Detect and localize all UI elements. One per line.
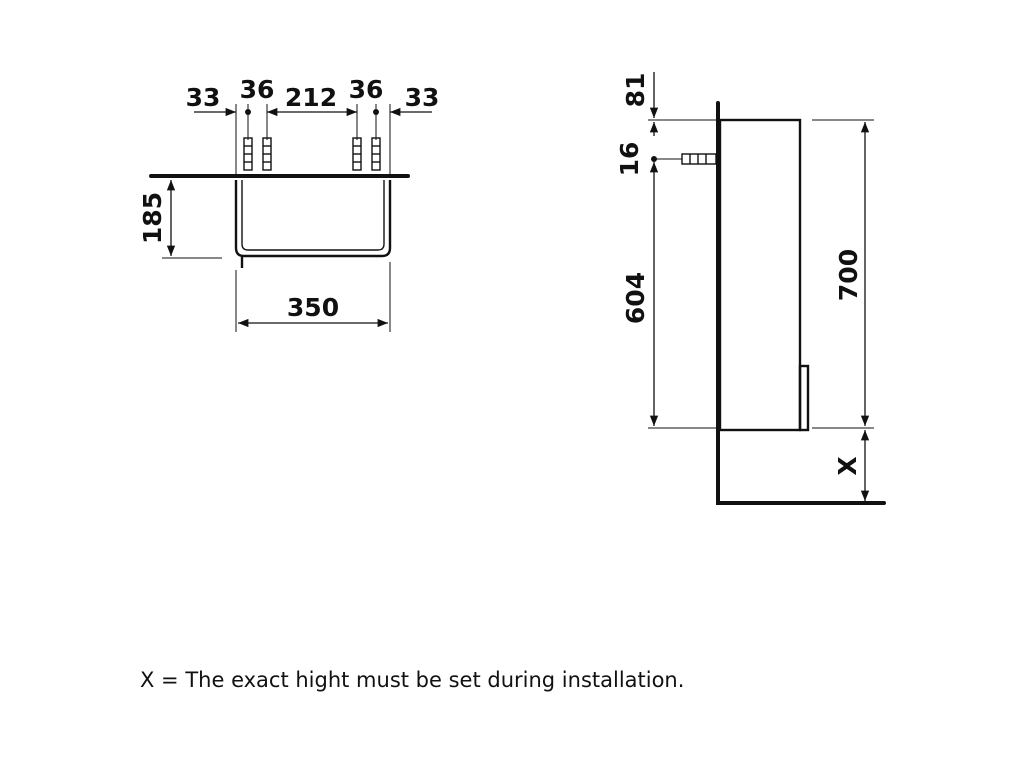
front-top-dimension: 33 36 212 36 33 <box>186 75 440 176</box>
anchor-1 <box>243 137 253 171</box>
side-dim-700-group: 700 <box>834 122 870 426</box>
front-rail-inner <box>241 180 385 251</box>
side-dim-16-group: 16 <box>615 122 659 186</box>
dim-350: 350 <box>287 293 339 322</box>
dim-185: 185 <box>138 192 167 244</box>
side-cabinet <box>718 118 802 432</box>
front-rail-frame <box>234 180 392 258</box>
front-view: 33 36 212 36 33 185 350 <box>138 75 439 332</box>
dim-81: 81 <box>621 73 650 108</box>
side-anchor <box>651 153 717 165</box>
dim-36-left: 36 <box>240 75 275 104</box>
dim-700: 700 <box>834 249 863 301</box>
dim-36-right: 36 <box>349 75 384 104</box>
side-view: 81 16 604 700 X <box>615 72 886 505</box>
front-anchors <box>243 137 381 171</box>
dim-212: 212 <box>285 83 337 112</box>
installation-note: X = The exact hight must be set during i… <box>140 668 685 692</box>
anchor-2 <box>262 137 272 171</box>
side-dim-x-group: X <box>833 430 870 501</box>
dim-604: 604 <box>621 272 650 324</box>
front-height-dimension: 185 <box>138 180 222 259</box>
side-handle <box>798 364 810 432</box>
dim-33-left: 33 <box>186 83 221 112</box>
dim-x: X <box>833 456 862 475</box>
dim-16: 16 <box>615 142 644 177</box>
side-dim-81-group: 81 <box>621 72 659 118</box>
front-width-dimension: 350 <box>235 262 391 332</box>
side-wall-and-floor <box>716 101 886 505</box>
side-dim-604-group: 604 <box>621 186 659 426</box>
dim-33-right: 33 <box>405 83 440 112</box>
anchor-3 <box>352 137 362 171</box>
anchor-4 <box>371 137 381 171</box>
